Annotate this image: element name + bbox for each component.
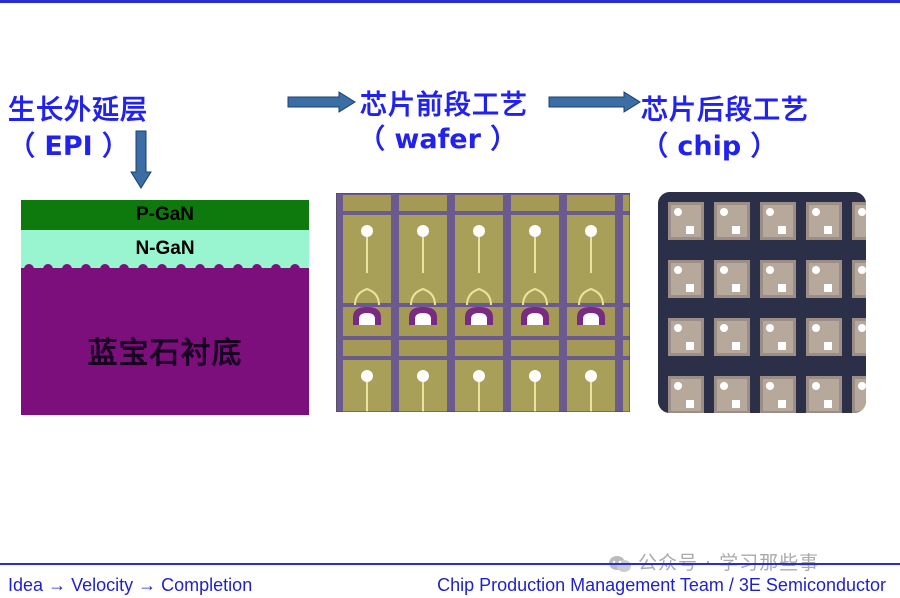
patterned-interface [24, 264, 300, 274]
substrate-label: 蓝宝石衬底 [87, 336, 243, 371]
stage-epi-subtitle: （ EPI ） [8, 131, 130, 162]
p-gan-layer: P-GaN [21, 200, 309, 230]
wechat-icon [609, 555, 631, 572]
sapphire-substrate-layer: 蓝宝石衬底 [21, 268, 309, 415]
epi-layer-stack: P-GaN N-GaN 蓝宝石衬底 [21, 200, 309, 415]
footer-arrow-icon: → [138, 575, 157, 595]
top-rule [0, 0, 900, 3]
n-gan-layer: N-GaN [21, 230, 309, 268]
stage-wafer-subtitle: （ wafer ） [358, 124, 518, 155]
stage-chip-title: 芯片后段工艺 [641, 95, 809, 126]
arrow-down-icon [130, 130, 152, 189]
footer-arrow-icon: → [48, 575, 67, 595]
footer-team: Chip Production Management Team / 3E Sem… [437, 575, 886, 595]
wafer-micrograph [336, 193, 630, 412]
footer-velocity: Velocity [71, 575, 134, 595]
footer-completion: Completion [161, 575, 253, 595]
stage-epi-title: 生长外延层 [8, 95, 148, 126]
arrow-wafer-to-chip-icon [548, 91, 641, 113]
p-gan-label: P-GaN [135, 204, 195, 225]
watermark: 公众号 · 学习那些事 [608, 548, 819, 575]
footer-tagline: Idea → Velocity → Completion [8, 575, 252, 596]
n-gan-label: N-GaN [135, 238, 195, 259]
bottom-rule [0, 563, 900, 565]
stage-wafer-title: 芯片前段工艺 [360, 90, 528, 121]
stage-chip-subtitle: （ chip ） [641, 131, 778, 162]
footer-idea: Idea [8, 575, 44, 595]
chip-micrograph [658, 192, 866, 413]
arrow-epi-to-wafer-icon [287, 91, 356, 113]
